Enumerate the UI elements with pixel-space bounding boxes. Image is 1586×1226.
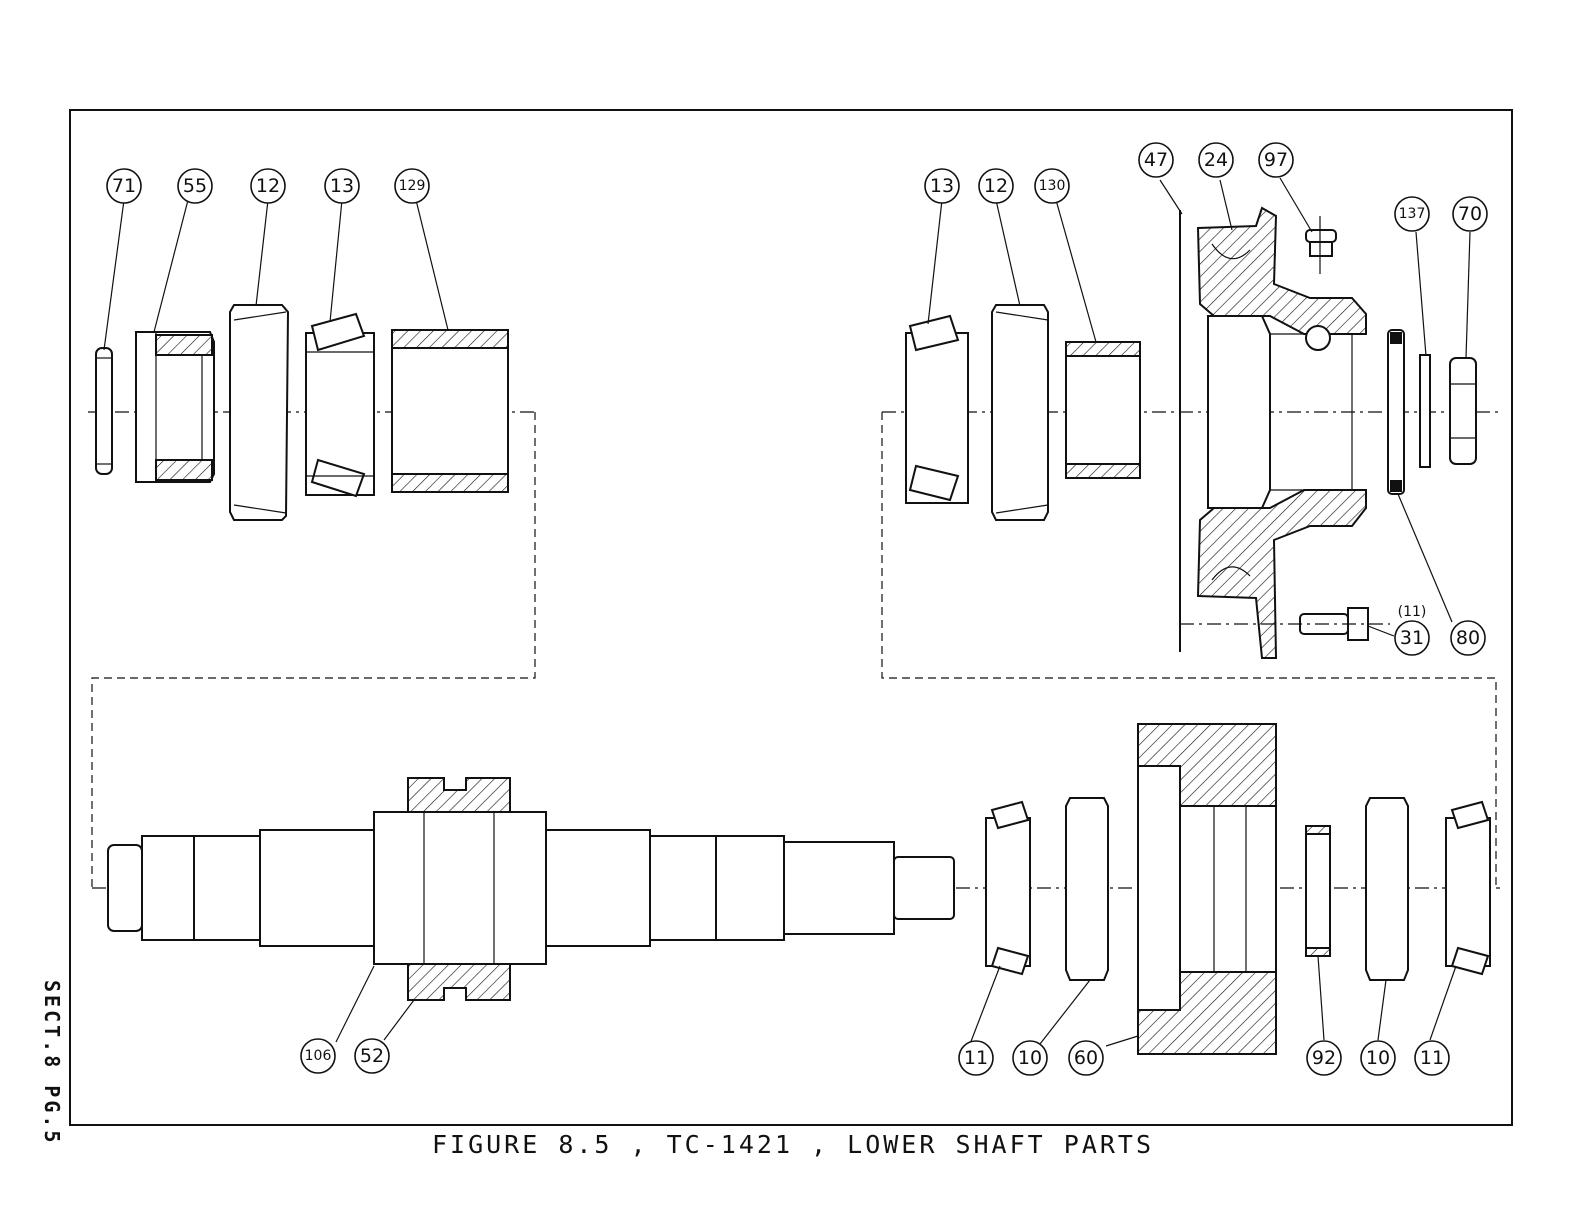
part-137-washer: [1419, 354, 1431, 468]
callout-11-left: 11: [958, 1040, 994, 1076]
svg-text:(11): (11): [1398, 604, 1427, 620]
part-10-bearing-cup-lower-right: [1365, 797, 1409, 981]
figure-caption: FIGURE 8.5 , TC-1421 , LOWER SHAFT PARTS: [431, 1130, 1155, 1159]
svg-text:106: 106: [305, 1048, 332, 1064]
part-12-bearing-cup-left: [229, 304, 290, 521]
drawing-border: [69, 109, 1513, 1126]
part-60-gear: [1137, 723, 1277, 1055]
callout-71: 71: [106, 168, 142, 204]
part-55-collar: [135, 331, 215, 483]
svg-text:11: 11: [964, 1047, 988, 1069]
svg-text:70: 70: [1458, 203, 1482, 225]
callout-47: 47: [1138, 142, 1174, 178]
part-13-bearing-cone-right: [905, 314, 969, 504]
svg-text:13: 13: [930, 175, 954, 197]
part-92-thrust-washer: [1305, 825, 1331, 957]
callout-60: 60: [1068, 1040, 1104, 1076]
part-97-plug: [1305, 216, 1337, 274]
svg-text:129: 129: [399, 178, 426, 194]
svg-text:130: 130: [1039, 178, 1066, 194]
callout-97: 97: [1258, 142, 1294, 178]
callout-70: 70: [1452, 196, 1488, 232]
callout-80: 80: [1450, 620, 1486, 656]
part-11-bearing-cone-lower-right: [1445, 800, 1491, 976]
callout-12-right: 12: [978, 168, 1014, 204]
svg-text:55: 55: [183, 175, 207, 197]
part-11-bearing-cone-lower-left: [985, 800, 1031, 976]
callout-55: 55: [177, 168, 213, 204]
part-130-sleeve: [1065, 341, 1141, 479]
callout-129: 129: [394, 168, 430, 204]
section-page-label: SECT.8 PG.5: [40, 980, 64, 1146]
svg-text:80: 80: [1456, 627, 1480, 649]
svg-text:24: 24: [1204, 149, 1228, 171]
part-10-bearing-cup-lower-left: [1065, 797, 1109, 981]
svg-text:12: 12: [984, 175, 1008, 197]
callout-106: 106: [300, 1038, 336, 1074]
callout-92: 92: [1306, 1040, 1342, 1076]
callout-leaders: [103, 177, 1471, 1047]
callout-31: (11) 31: [1394, 604, 1430, 656]
part-106-lower-shaft: [107, 811, 955, 965]
svg-text:137: 137: [1399, 206, 1426, 222]
part-80-seal: [1387, 329, 1405, 495]
callout-52: 52: [354, 1038, 390, 1074]
svg-text:12: 12: [256, 175, 280, 197]
callout-24: 24: [1198, 142, 1234, 178]
callout-137: 137: [1394, 196, 1430, 232]
part-129-spacer: [391, 329, 509, 493]
part-12-bearing-cup-right: [991, 304, 1049, 521]
svg-text:10: 10: [1366, 1047, 1390, 1069]
svg-text:71: 71: [112, 175, 136, 197]
part-70-nut: [1449, 357, 1477, 465]
svg-text:11: 11: [1420, 1047, 1444, 1069]
svg-text:47: 47: [1144, 149, 1168, 171]
assembly-path-lines: [91, 412, 1497, 888]
callout-12-left: 12: [250, 168, 286, 204]
callout-11-right: 11: [1414, 1040, 1450, 1076]
svg-text:13: 13: [330, 175, 354, 197]
part-31-bolt: [1180, 607, 1390, 641]
callout-10-left: 10: [1012, 1040, 1048, 1076]
part-52-coupler: [407, 777, 511, 1001]
callout-10-right: 10: [1360, 1040, 1396, 1076]
svg-text:52: 52: [360, 1045, 384, 1067]
callout-13-left: 13: [324, 168, 360, 204]
callout-13-right: 13: [924, 168, 960, 204]
svg-text:92: 92: [1312, 1047, 1336, 1069]
part-24-bearing-housing: [1196, 206, 1367, 659]
callout-130: 130: [1034, 168, 1070, 204]
svg-text:10: 10: [1018, 1047, 1042, 1069]
part-71-locknut: [95, 347, 113, 475]
svg-text:31: 31: [1400, 627, 1424, 649]
svg-text:97: 97: [1264, 149, 1288, 171]
part-13-bearing-cone-left: [305, 312, 375, 498]
svg-text:60: 60: [1074, 1047, 1098, 1069]
